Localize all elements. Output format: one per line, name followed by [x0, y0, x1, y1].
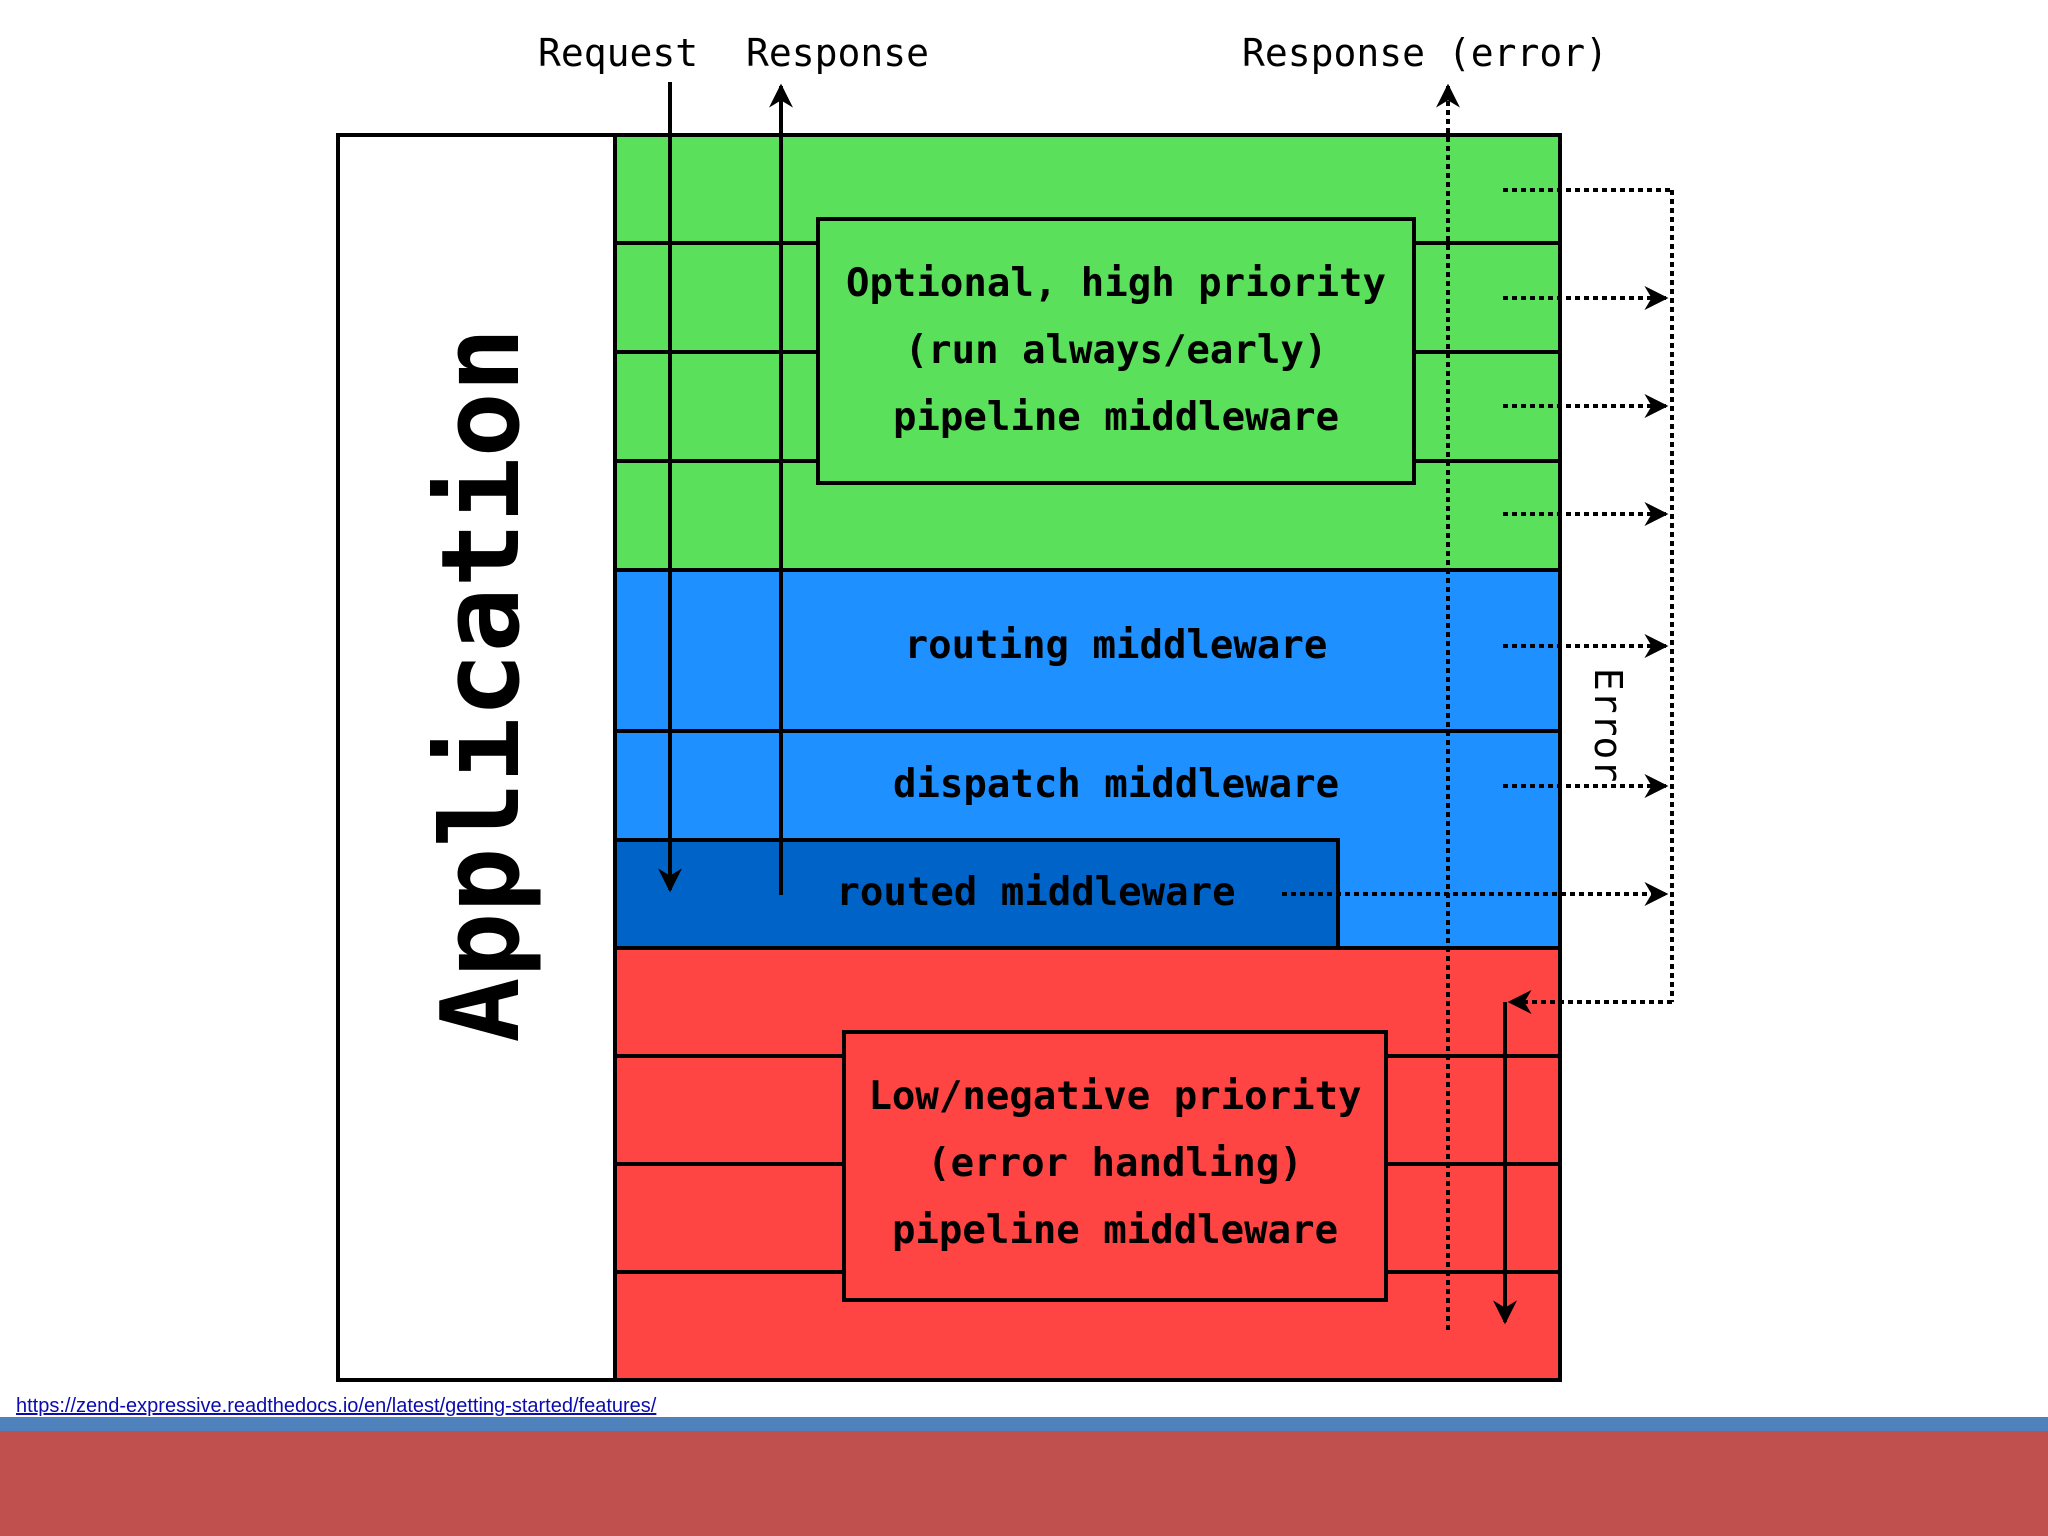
request-label: Request [538, 31, 698, 75]
high-priority-line3: pipeline middleware [893, 395, 1339, 440]
low-priority-line3: pipeline middleware [892, 1208, 1338, 1253]
response-error-label: Response (error) [1242, 31, 1608, 75]
high-priority-line2: (run always/early) [905, 328, 1328, 373]
footer-blue-rule [0, 1417, 2048, 1431]
red-pipeline-lines [615, 1054, 1560, 1274]
routing-middleware-label: routing middleware [905, 623, 1328, 668]
response-label: Response [746, 31, 929, 75]
application-label: Application [419, 327, 544, 1042]
routed-middleware-box [613, 838, 1340, 950]
error-routes [1282, 188, 1674, 1014]
source-link[interactable]: https://zend-expressive.readthedocs.io/e… [16, 1395, 657, 1417]
error-label: Error [1586, 668, 1630, 782]
low-priority-box [842, 1030, 1388, 1302]
green-pipeline-lines [615, 241, 1560, 463]
dispatch-middleware-label: dispatch middleware [893, 762, 1339, 807]
high-priority-box [816, 217, 1416, 485]
routed-middleware-label: routed middleware [836, 870, 1235, 915]
low-priority-line1: Low/negative priority [868, 1074, 1361, 1119]
footer-band [0, 1431, 2048, 1536]
application-column [336, 133, 618, 1382]
low-priority-line2: (error handling) [927, 1141, 1303, 1186]
high-priority-line1: Optional, high priority [846, 261, 1386, 306]
